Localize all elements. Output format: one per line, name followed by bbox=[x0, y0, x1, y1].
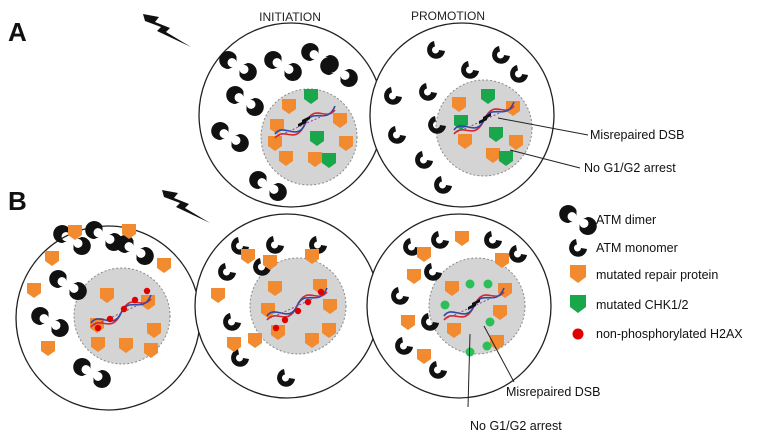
h2ax-icon bbox=[465, 279, 475, 289]
stage-label-promotion: PROMOTION bbox=[411, 9, 485, 23]
cell-a-promotion bbox=[369, 22, 555, 208]
legend-non-phos-h2ax: non-phosphorylated H2AX bbox=[596, 327, 743, 341]
cell-a-initiation bbox=[198, 22, 384, 208]
cell-b-1 bbox=[15, 221, 201, 411]
annotation-no-arrest: No G1/G2 arrest bbox=[584, 161, 676, 175]
callout-line bbox=[509, 149, 581, 169]
h2ax-icon bbox=[143, 287, 151, 295]
h2ax-icon bbox=[272, 324, 280, 332]
legend-atm-dimer: ATM dimer bbox=[596, 213, 656, 227]
panel-label-b: B bbox=[8, 186, 27, 216]
h2ax-icon bbox=[482, 341, 492, 351]
legend-mutated-chk: mutated CHK1/2 bbox=[596, 298, 688, 312]
atm-monomer-icon bbox=[569, 239, 587, 257]
h2ax-icon bbox=[106, 315, 114, 323]
legend-atm-monomer: ATM monomer bbox=[596, 241, 678, 255]
h2ax-icon bbox=[483, 279, 493, 289]
h2ax-icon bbox=[120, 305, 128, 313]
h2ax-icon bbox=[572, 328, 584, 340]
panel-label-a: A bbox=[8, 17, 27, 47]
callout-line bbox=[483, 325, 515, 383]
h2ax-icon bbox=[281, 316, 289, 324]
h2ax-icon bbox=[304, 298, 312, 306]
stage-label-initiation: INITIATION bbox=[259, 10, 321, 24]
chk-icon bbox=[570, 295, 586, 313]
lightning-bolt-icon bbox=[162, 190, 210, 223]
cell-b-2 bbox=[194, 213, 380, 399]
h2ax-icon bbox=[94, 324, 102, 332]
h2ax-icon bbox=[294, 307, 302, 315]
callout-line bbox=[467, 333, 471, 408]
h2ax-icon bbox=[440, 300, 450, 310]
atm-dimer-icon bbox=[559, 205, 597, 235]
repair-protein-icon bbox=[570, 265, 586, 283]
lightning-bolt-icon bbox=[143, 14, 191, 47]
h2ax-icon bbox=[485, 317, 495, 327]
callout-line bbox=[497, 117, 589, 136]
annotation-misrepaired-dsb: Misrepaired DSB bbox=[590, 128, 684, 142]
annotation-misrepaired-dsb: Misrepaired DSB bbox=[506, 385, 600, 399]
h2ax-icon bbox=[131, 296, 139, 304]
legend-mutated-repair: mutated repair protein bbox=[596, 268, 718, 282]
cell-b-3 bbox=[366, 213, 552, 399]
h2ax-icon bbox=[317, 288, 325, 296]
annotation-no-arrest: No G1/G2 arrest bbox=[470, 419, 562, 433]
legend: ATM dimer ATM monomer mutated repair pro… bbox=[559, 205, 743, 341]
